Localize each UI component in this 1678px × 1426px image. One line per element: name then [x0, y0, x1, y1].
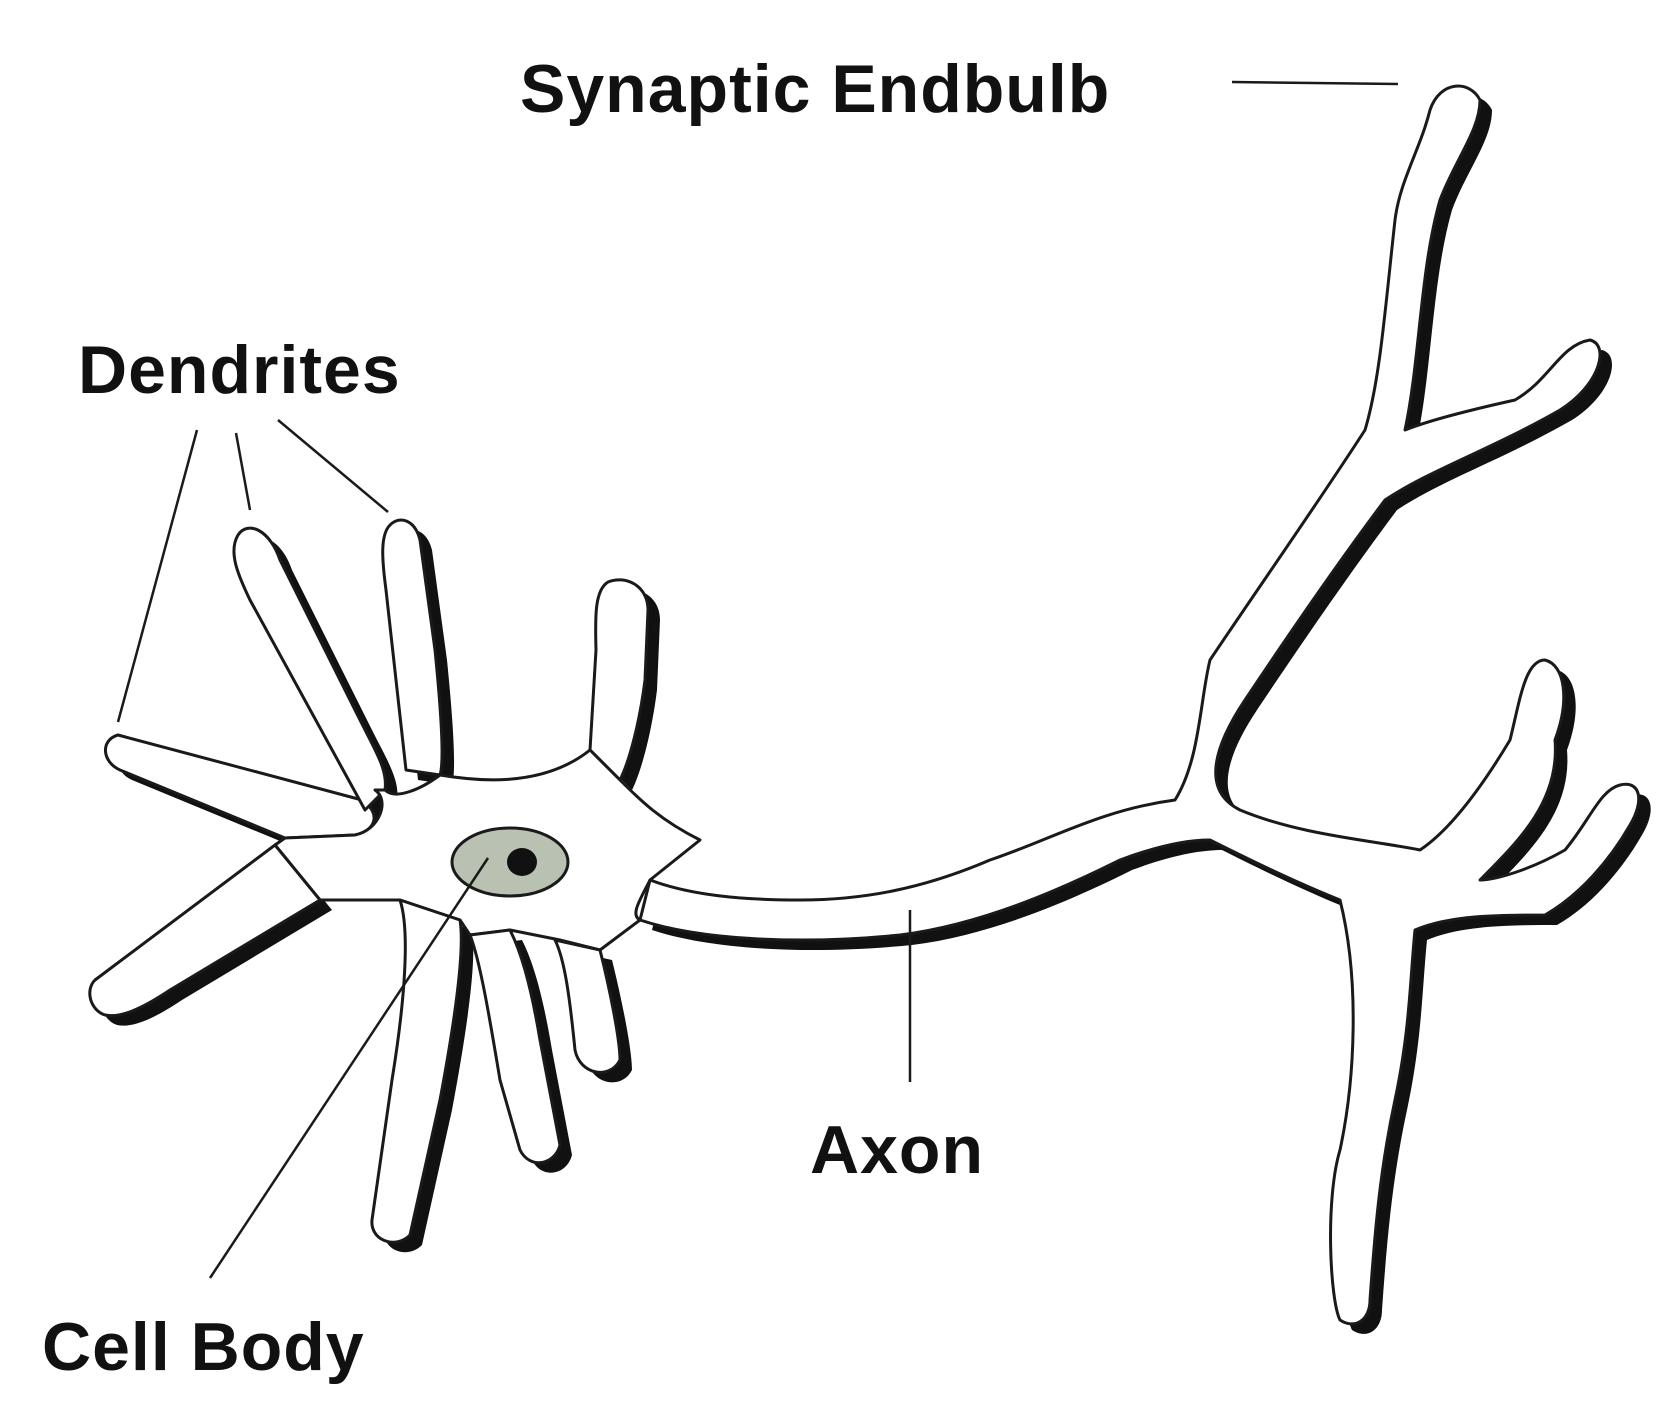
axon [638, 84, 1641, 1326]
synaptic-endbulb-label: Synaptic Endbulb [520, 51, 1111, 127]
cell-body-leader [208, 857, 490, 1279]
dendrite-7 [468, 928, 562, 1165]
dendrite-3 [381, 518, 444, 777]
dendrites-leader-3 [277, 419, 389, 513]
dendrite-4 [588, 578, 650, 782]
synaptic-endbulb-leader [1231, 80, 1399, 86]
dendrite-8 [553, 938, 622, 1074]
dendrite-2 [232, 526, 387, 812]
dendrite-5 [88, 843, 322, 1018]
dendrites-leader-1 [116, 429, 199, 723]
axon-shadow [652, 96, 1651, 1334]
nucleolus [507, 848, 537, 876]
dendrites-label: Dendrites [78, 332, 401, 408]
cell-body-label: Cell Body [42, 1309, 365, 1385]
neuron-body [88, 84, 1641, 1326]
leader-lines [116, 80, 1399, 1279]
dendrites-leader-2 [234, 432, 252, 511]
axon-label: Axon [810, 1112, 984, 1188]
dendrite-6 [370, 898, 463, 1244]
